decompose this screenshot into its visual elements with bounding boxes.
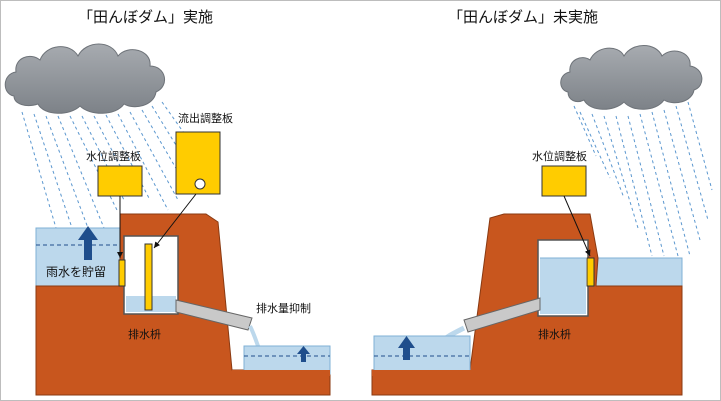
label-drain-box-right: 排水枡 <box>538 327 571 341</box>
right-panel-title: 「田んぼダム」未実施 <box>448 8 598 26</box>
label-level-board-right: 水位調整板 <box>532 149 587 163</box>
left-channel-rise-arrow <box>297 346 310 362</box>
right-rain <box>573 101 713 257</box>
left-level-board-box <box>97 165 143 197</box>
right-level-board-box <box>541 165 587 197</box>
label-level-board-left: 水位調整板 <box>86 149 141 163</box>
label-discharge-suppressed: 排水量抑制 <box>256 301 311 315</box>
left-outflow-board-in-box <box>144 243 153 311</box>
right-level-board-fixed <box>586 257 595 287</box>
right-outlet-pipe <box>463 297 541 333</box>
left-panel-title: 「田んぼダム」実施 <box>78 8 213 26</box>
left-paddy-water <box>35 227 121 287</box>
left-water-rise-arrow <box>78 226 98 260</box>
right-cloud <box>560 45 703 110</box>
left-rain <box>21 101 197 229</box>
left-panel: 「田んぼダム」実施 <box>4 8 331 396</box>
left-cloud <box>4 43 165 114</box>
right-channel-water <box>373 335 471 375</box>
left-level-board-fixed <box>118 259 126 287</box>
label-drain-box-left: 排水枡 <box>128 327 161 341</box>
left-channel-water <box>243 345 331 375</box>
right-panel: 「田んぼダム」未実施 <box>371 8 713 396</box>
left-outflow-board-hole <box>194 178 206 190</box>
label-outflow-board: 流出調整板 <box>178 111 233 125</box>
right-channel-rise-arrow <box>398 336 415 360</box>
right-paddy-water <box>595 257 683 287</box>
left-outlet-pipe <box>175 299 253 331</box>
label-stored-rain: 雨水を貯留 <box>46 265 106 279</box>
